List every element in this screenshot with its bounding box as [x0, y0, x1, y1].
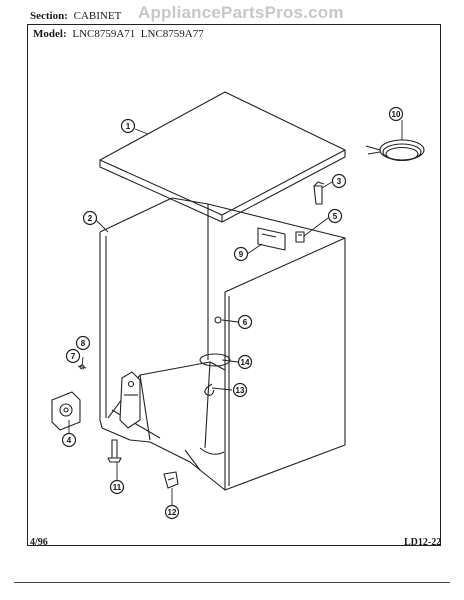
callout-6: 6: [237, 314, 253, 330]
section-heading: Section: CABINET: [30, 10, 121, 22]
callout-circle: [327, 208, 343, 224]
callout-number: 12: [168, 508, 177, 517]
callout-number: 13: [236, 386, 245, 395]
callout-number: 6: [243, 318, 248, 327]
callout-number: 9: [239, 250, 244, 259]
diagram-frame: [27, 24, 441, 546]
callout-number: 5: [333, 212, 338, 221]
glide-part: [163, 471, 179, 489]
callout-circle: [65, 348, 81, 364]
callout-circle: [109, 479, 125, 495]
callout-10: 10: [388, 106, 404, 122]
callout-4: 4: [61, 432, 77, 448]
bottom-rule: [14, 582, 450, 584]
model-label: Model:: [33, 28, 67, 40]
callout-number: 8: [81, 339, 86, 348]
callout-11: 11: [109, 479, 125, 495]
callout-number: 3: [337, 177, 342, 186]
callout-circle: [233, 246, 249, 262]
footer-date: 4/96: [30, 537, 48, 548]
floor-bracket-part: [119, 371, 141, 429]
callout-number: 2: [88, 214, 93, 223]
callout-circle: [331, 173, 347, 189]
callout-8: 8: [75, 335, 91, 351]
callout-circle: [82, 210, 98, 226]
callout-number: 11: [113, 483, 122, 492]
top-panel-part: [99, 91, 346, 223]
leader-lines: [68, 120, 403, 506]
callout-2: 2: [82, 210, 98, 226]
footer-page-code: LD12-22: [404, 537, 442, 548]
callout-circle: [120, 118, 136, 134]
callout-number: 10: [392, 110, 401, 119]
callout-circle: [388, 106, 404, 122]
callout-7: 7: [65, 348, 81, 364]
plug-button-part: [214, 316, 222, 324]
small-bracket-part: [313, 181, 325, 205]
callout-14: 14: [237, 354, 253, 370]
terminal-block-part: [51, 391, 81, 431]
clip-part: [295, 231, 305, 243]
callout-circle: [237, 354, 253, 370]
callout-number: 4: [67, 436, 72, 445]
callout-3: 3: [331, 173, 347, 189]
model-values: LNC8759A71 LNC8759A77: [72, 28, 204, 40]
callout-number: 14: [241, 358, 250, 367]
callout-12: 12: [164, 504, 180, 520]
callout-circle: [75, 335, 91, 351]
callout-13: 13: [232, 382, 248, 398]
bracket-plate-part: [257, 227, 286, 251]
callout-1: 1: [120, 118, 136, 134]
callout-number: 7: [71, 352, 76, 361]
section-label: Section:: [30, 10, 68, 22]
callout-circle: [61, 432, 77, 448]
callout-number: 1: [126, 122, 131, 131]
cabinet-body-part: [99, 197, 346, 491]
clip-ring-part: [204, 383, 215, 396]
leveling-leg-part: [107, 439, 122, 463]
section-value: CABINET: [73, 10, 122, 22]
model-heading: Model: LNC8759A71 LNC8759A77: [33, 28, 204, 40]
callout-circle: [164, 504, 180, 520]
callout-5: 5: [327, 208, 343, 224]
callout-circle: [232, 382, 248, 398]
watermark: AppliancePartsPros.com: [138, 3, 344, 22]
power-cord-part: [365, 139, 425, 162]
callout-circle: [237, 314, 253, 330]
callout-9: 9: [233, 246, 249, 262]
